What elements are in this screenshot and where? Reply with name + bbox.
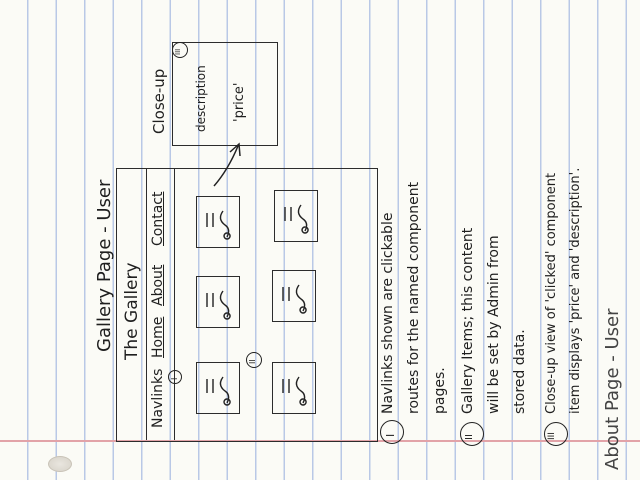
marker-three-circle xyxy=(172,42,188,58)
next-page-title: About Page - User xyxy=(602,308,623,470)
note-three-marker xyxy=(544,422,568,446)
binder-hole xyxy=(48,456,72,472)
gallery-item[interactable] xyxy=(196,196,240,248)
gallery-item[interactable] xyxy=(196,276,240,328)
nav-divider-top xyxy=(146,168,147,440)
note-one-marker-label: I xyxy=(384,433,397,437)
wireframe-page xyxy=(116,168,378,442)
closeup-box xyxy=(172,42,278,146)
gallery-item[interactable] xyxy=(274,190,318,242)
nav-divider-bottom xyxy=(174,168,175,440)
next-page-clip: About Page - User xyxy=(596,0,640,480)
note-one-marker xyxy=(380,420,404,444)
gallery-item[interactable] xyxy=(196,362,240,414)
note-one-line-1: Navlinks shown are clickable xyxy=(380,212,396,414)
marker-one-circle xyxy=(168,370,182,384)
gallery-item[interactable] xyxy=(272,270,316,322)
note-two-line-3: stored data. xyxy=(512,329,528,414)
note-two-marker xyxy=(460,422,484,446)
note-one-line-3: pages. xyxy=(432,367,448,414)
note-one-line-2: routes for the named component xyxy=(406,181,422,414)
note-three-marker-label: III xyxy=(547,432,557,440)
note-two-line-1: Gallery Items; this content xyxy=(460,227,476,414)
note-three-line-1: Close-up view of 'clicked' component xyxy=(544,172,559,414)
marker-two-circle xyxy=(246,352,262,368)
note-two-line-2: will be set by Admin from xyxy=(486,235,502,414)
note-three-line-2: item displays 'price' and 'description'. xyxy=(568,167,583,414)
note-two-marker-label: II xyxy=(464,434,475,440)
gallery-item[interactable] xyxy=(272,362,316,414)
